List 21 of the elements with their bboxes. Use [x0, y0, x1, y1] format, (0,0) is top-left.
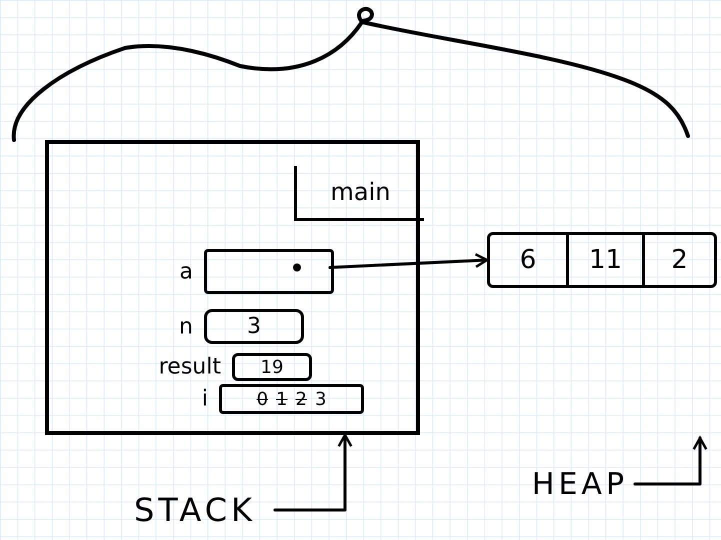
arrow: [274, 434, 352, 512]
variable-name: i: [202, 386, 208, 412]
crossed-out-value: 2: [296, 388, 307, 410]
variable-name: result: [158, 354, 221, 380]
variable-name: n: [179, 314, 193, 339]
crossed-out-value: 1: [276, 388, 288, 410]
arrow: [634, 436, 708, 486]
arrow: [328, 253, 488, 269]
value-text: 6: [520, 245, 536, 275]
value-text: 2: [671, 245, 688, 275]
region-name: HEAP: [532, 466, 628, 502]
array-box: [487, 232, 717, 288]
value-text: 19: [260, 356, 284, 378]
value-text: 3: [314, 388, 326, 410]
frame-name-tab: [294, 166, 424, 221]
region-name: STACK: [134, 491, 256, 529]
value-text: 11: [588, 245, 622, 275]
variable-name: a: [180, 259, 193, 284]
crossed-out-value: 0: [256, 388, 268, 410]
value-text: main: [330, 178, 390, 206]
value-text: 3: [247, 314, 261, 339]
